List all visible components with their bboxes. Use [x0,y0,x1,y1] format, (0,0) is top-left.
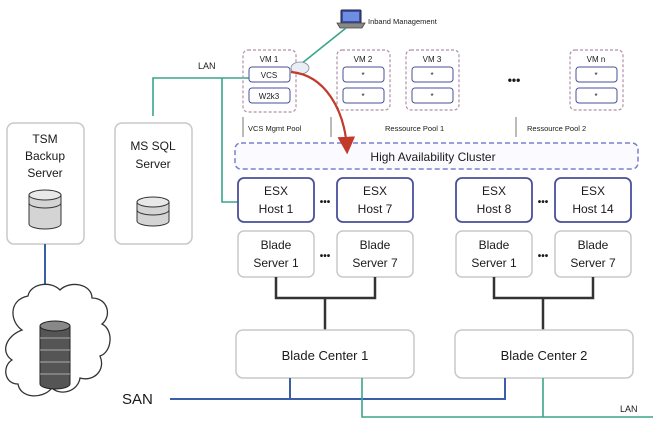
blade-server-7-a: Blade Server 7 [336,230,414,278]
blade-server-1-a: Blade Server 1 [237,230,315,278]
svg-text:Server 7: Server 7 [570,256,616,270]
blade-center-1: Blade Center 1 [235,329,415,379]
esx-ellipsis: ••• [320,197,331,208]
svg-text:*: * [594,92,597,101]
database-icon [28,189,62,230]
vm-n: VM n * * [569,49,624,111]
blade-ellipsis: ••• [320,251,331,262]
svg-text:Blade: Blade [578,238,609,252]
svg-text:ESX: ESX [264,184,288,198]
esx-host-1: ESX Host 1 [237,177,315,223]
blade-server-7-b: Blade Server 7 [554,230,632,278]
svg-text:Host 1: Host 1 [259,202,294,216]
mssql-server: MS SQL Server [114,122,193,245]
blade-center-1-link [274,277,377,300]
ha-cluster-box [234,142,639,170]
pool-2-label: Ressource Pool 2 [527,124,586,133]
vcs-label: VCS [261,71,277,80]
vm-3: VM 3 * * [405,49,460,111]
svg-text:*: * [361,71,364,80]
svg-text:Server 1: Server 1 [471,256,517,270]
esx-host-7: ESX Host 7 [336,177,414,223]
database-icon [136,196,170,227]
svg-text:TSM: TSM [32,132,57,146]
svg-text:Host 7: Host 7 [358,202,393,216]
blade-server-1-b: Blade Server 1 [455,230,533,278]
san-link-center2 [290,378,506,400]
svg-text:Blade Center 1: Blade Center 1 [282,348,369,363]
svg-text:VM 3: VM 3 [423,55,442,64]
svg-text:ESX: ESX [581,184,605,198]
svg-text:VM n: VM n [587,55,606,64]
lan-top-label: LAN [198,61,216,71]
pool-1-label: Ressource Pool 1 [385,124,444,133]
svg-text:Blade: Blade [261,238,292,252]
svg-text:VM 1: VM 1 [260,55,279,64]
laptop-icon [336,9,366,29]
svg-text:*: * [430,92,433,101]
inband-link [300,27,347,65]
management-arrow [290,70,356,155]
blade-ellipsis: ••• [538,251,549,262]
lan-link-mssql [152,77,254,116]
lan-link-esx [221,78,238,203]
svg-text:ESX: ESX [363,184,387,198]
esx-host-14: ESX Host 14 [554,177,632,223]
lan-link-bottom [361,378,653,418]
svg-text:VM 2: VM 2 [354,55,373,64]
svg-text:ESX: ESX [482,184,506,198]
san-link-center1 [170,378,291,400]
lan-bottom-label: LAN [620,404,638,414]
svg-text:Blade Center 2: Blade Center 2 [501,348,588,363]
inband-management-label: Inband Management [368,17,438,26]
svg-text:Host 8: Host 8 [477,202,512,216]
blade-center-2: Blade Center 2 [454,329,634,379]
svg-text:Server: Server [135,157,170,171]
svg-text:Blade: Blade [479,238,510,252]
vm-ellipsis: ••• [508,73,521,87]
san-label: SAN [122,391,153,408]
esx-ellipsis: ••• [538,197,549,208]
svg-text:MS SQL: MS SQL [130,139,176,153]
vm-1: VM 1 VCS W2k3 [242,49,297,113]
svg-text:*: * [594,71,597,80]
pool-vcs-label: VCS Mgmt Pool [248,124,302,133]
svg-text:Server: Server [27,166,62,180]
vm-2: VM 2 * * [336,49,391,111]
ha-cluster-label: High Availability Cluster [370,150,495,164]
svg-text:Server 7: Server 7 [352,256,398,270]
esx-host-8: ESX Host 8 [455,177,533,223]
svg-text:Host 14: Host 14 [572,202,614,216]
tsm-backup-server: TSM Backup Server [6,122,85,245]
blade-center-2-link [492,277,595,300]
svg-text:Blade: Blade [360,238,391,252]
svg-text:*: * [430,71,433,80]
svg-text:*: * [361,92,364,101]
svg-text:Backup: Backup [25,149,65,163]
w2k3-label: W2k3 [259,92,280,101]
storage-array-icon [39,320,71,390]
svg-text:Server 1: Server 1 [253,256,299,270]
